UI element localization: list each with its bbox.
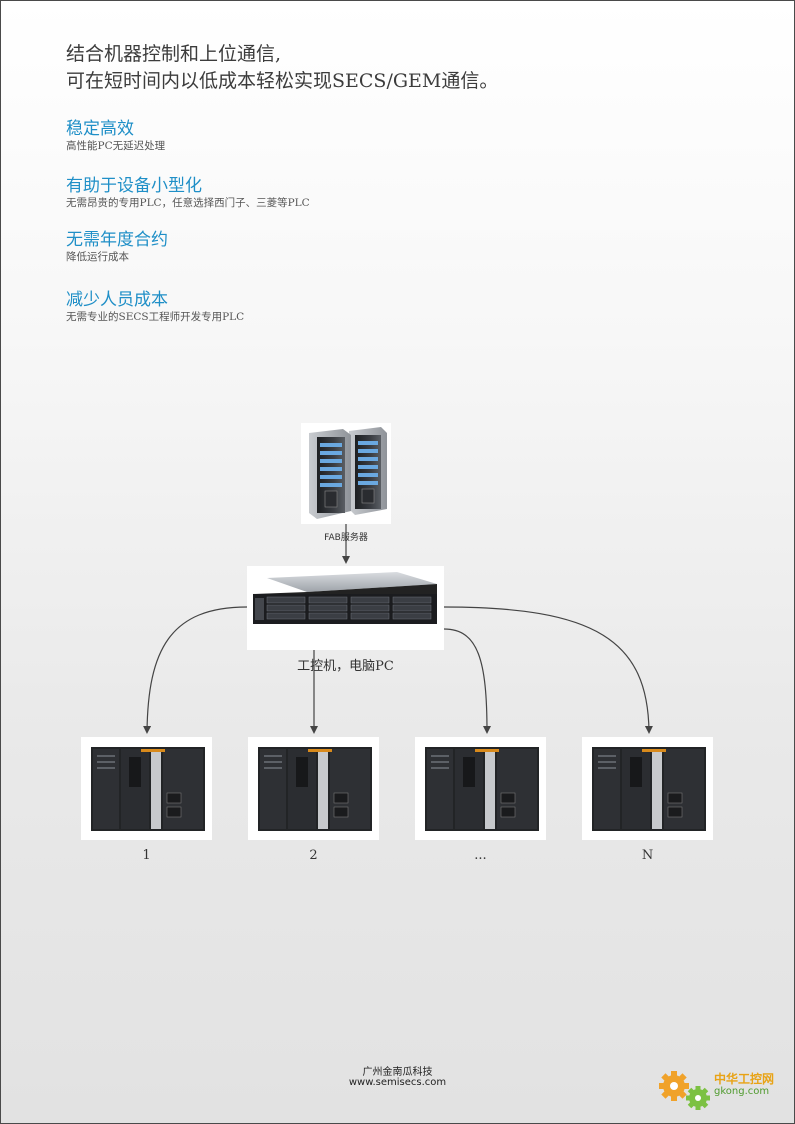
arrow-ipc-to-plc-3 bbox=[443, 628, 491, 734]
footer-company: 广州金南瓜科技 bbox=[362, 1067, 433, 1078]
fab-server-image bbox=[301, 423, 391, 524]
plc-label-3: ... bbox=[474, 848, 487, 863]
arrow-ipc-to-plc-1 bbox=[143, 606, 248, 734]
plc-label-1: 1 bbox=[142, 848, 151, 863]
arrow-ipc-to-plc-n bbox=[443, 606, 653, 734]
feature-title-staff-cost: 减少人员成本 bbox=[66, 290, 168, 310]
watermark-text-cn: 中华工控网 bbox=[714, 1072, 775, 1086]
footer-url: www.semisecs.com bbox=[348, 1077, 447, 1088]
headline: 结合机器控制和上位通信, 可在短时间内以低成本轻松实现SECS/GEM通信。 bbox=[66, 41, 498, 95]
plc-image-n bbox=[582, 737, 713, 840]
feature-title-miniaturize: 有助于设备小型化 bbox=[66, 176, 202, 196]
watermark-text-en: gkong.com bbox=[714, 1086, 770, 1097]
plc-image-2 bbox=[248, 737, 379, 840]
feature-desc-staff-cost: 无需专业的SECS工程师开发专用PLC bbox=[66, 311, 245, 323]
plc-image-3 bbox=[415, 737, 546, 840]
headline-line-1: 结合机器控制和上位通信, bbox=[66, 43, 282, 65]
fab-server-label: FAB服务器 bbox=[324, 533, 368, 543]
feature-title-no-contract: 无需年度合约 bbox=[66, 230, 168, 250]
plc-label-2: 2 bbox=[309, 848, 318, 863]
plc-image-1 bbox=[81, 737, 212, 840]
ipc-label: 工控机，电脑PC bbox=[297, 659, 394, 674]
headline-line-2: 可在短时间内以低成本轻松实现SECS/GEM通信。 bbox=[66, 70, 499, 92]
feature-title-stable: 稳定高效 bbox=[66, 119, 134, 139]
gear-icon bbox=[659, 1071, 710, 1110]
feature-desc-stable: 高性能PC无延迟处理 bbox=[66, 140, 166, 152]
plc-label-n: N bbox=[641, 848, 654, 863]
gkong-watermark: 中华工控网 gkong.com bbox=[656, 1064, 788, 1116]
feature-desc-no-contract: 降低运行成本 bbox=[66, 251, 129, 263]
ipc-rack-image bbox=[247, 566, 444, 650]
feature-desc-miniaturize: 无需昂贵的专用PLC，任意选择西门子、三菱等PLC bbox=[66, 197, 310, 209]
